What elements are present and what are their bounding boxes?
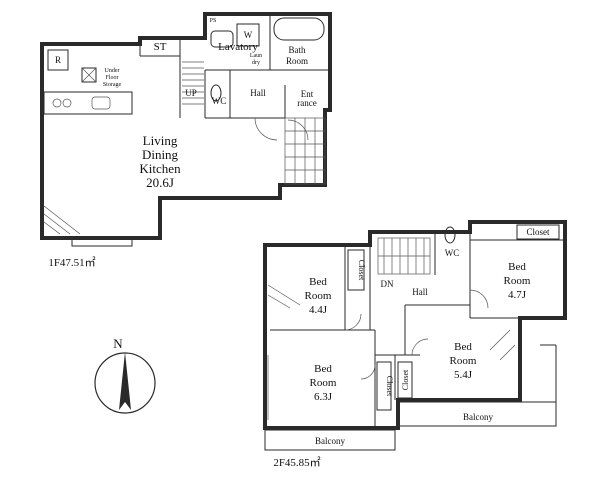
floor-1-area: 1F47.51㎡ xyxy=(48,256,95,269)
floor-2: Bed Room 4.4J Bed Room 4.7J Bed Room 6.3… xyxy=(263,220,567,469)
up-label: UP xyxy=(185,88,197,98)
entrance-label-2: rance xyxy=(297,98,316,108)
bed-a-area: 4.4J xyxy=(309,304,328,316)
underfloor-label-2: Floor xyxy=(105,75,118,81)
north-compass: N xyxy=(94,336,156,414)
floor-1-window-hatch xyxy=(43,205,81,235)
compass-needle-icon xyxy=(119,352,131,410)
bed-d-label-1: Bed xyxy=(454,341,472,353)
hall-2f-label: Hall xyxy=(412,287,428,297)
bed-b-area: 4.7J xyxy=(508,289,527,301)
dn-label: DN xyxy=(381,279,394,289)
bed-d-label-2: Room xyxy=(450,355,477,367)
closet-d-label: Closet xyxy=(401,369,410,390)
r-label: R xyxy=(55,55,61,65)
bed-a-label-2: Room xyxy=(305,290,332,302)
floor-1-stairs xyxy=(182,61,204,105)
floor-2-stairs xyxy=(377,237,431,275)
ldk-label-1: Living xyxy=(143,133,178,148)
ldk-area: 20.6J xyxy=(146,175,174,190)
bed-c-area: 6.3J xyxy=(314,391,333,403)
floor-2-partitions xyxy=(267,224,565,428)
floor-2-outline xyxy=(263,220,567,430)
washer-icon xyxy=(236,23,260,47)
bath-label-2: Room xyxy=(286,56,308,66)
underfloor-label-1: Under xyxy=(105,68,120,74)
bed-c-label-1: Bed xyxy=(314,363,332,375)
bed-b-label-2: Room xyxy=(504,275,531,287)
closet-c-label: Closet xyxy=(385,376,394,397)
underfloor-label-3: Storage xyxy=(103,82,122,88)
bed-b-label-1: Bed xyxy=(508,261,526,273)
entrance-label-1: Ent xyxy=(301,89,314,99)
balcony-left-label: Balcony xyxy=(315,436,345,446)
hall-1f-label: Hall xyxy=(250,88,266,98)
st-label: ST xyxy=(154,41,167,53)
bed-c-label-2: Room xyxy=(310,377,337,389)
toilet-icon xyxy=(210,84,222,102)
floor-2-window-hatch xyxy=(267,284,516,420)
toilet-2f-icon xyxy=(444,226,456,244)
bed-d-area: 5.4J xyxy=(454,369,473,381)
lavatory-label: Lavatory xyxy=(218,41,258,53)
laundry-label-1: Laun xyxy=(250,53,262,59)
closet-a-box xyxy=(347,249,365,291)
washer-label: W xyxy=(244,30,253,40)
underfloor-hatch-icon xyxy=(81,67,97,83)
wc-1f-label: WC xyxy=(212,96,227,106)
bath-label-1: Bath xyxy=(289,45,306,55)
floor-2-area: 2F45.85㎡ xyxy=(273,456,320,469)
floor-1-partitions xyxy=(43,14,330,247)
closet-b-box xyxy=(516,224,560,240)
ldk-label-2: Dining xyxy=(142,147,179,162)
compass-north-label: N xyxy=(113,336,123,351)
floor-1-bay-window xyxy=(71,237,133,247)
r-box xyxy=(47,49,69,71)
floor-1-outline xyxy=(40,12,332,240)
closet-d-box xyxy=(397,361,413,399)
wc-2f-label: WC xyxy=(445,248,460,258)
balcony-left-outline xyxy=(264,429,396,451)
bed-a-label-1: Bed xyxy=(309,276,327,288)
closet-c-box xyxy=(376,361,392,411)
ldk-label-3: Kitchen xyxy=(139,161,181,176)
washbasin-icon xyxy=(210,30,234,48)
balcony-right-label: Balcony xyxy=(463,412,493,422)
closet-a-label: Closet xyxy=(357,260,366,281)
ps-label: PS xyxy=(210,18,217,24)
bathtub-icon xyxy=(273,17,325,41)
closet-b-label: Closet xyxy=(526,227,550,237)
laundry-label-2: dry xyxy=(252,60,260,66)
floor-1: Living Dining Kitchen 20.6J ST Lavatory … xyxy=(40,12,332,269)
